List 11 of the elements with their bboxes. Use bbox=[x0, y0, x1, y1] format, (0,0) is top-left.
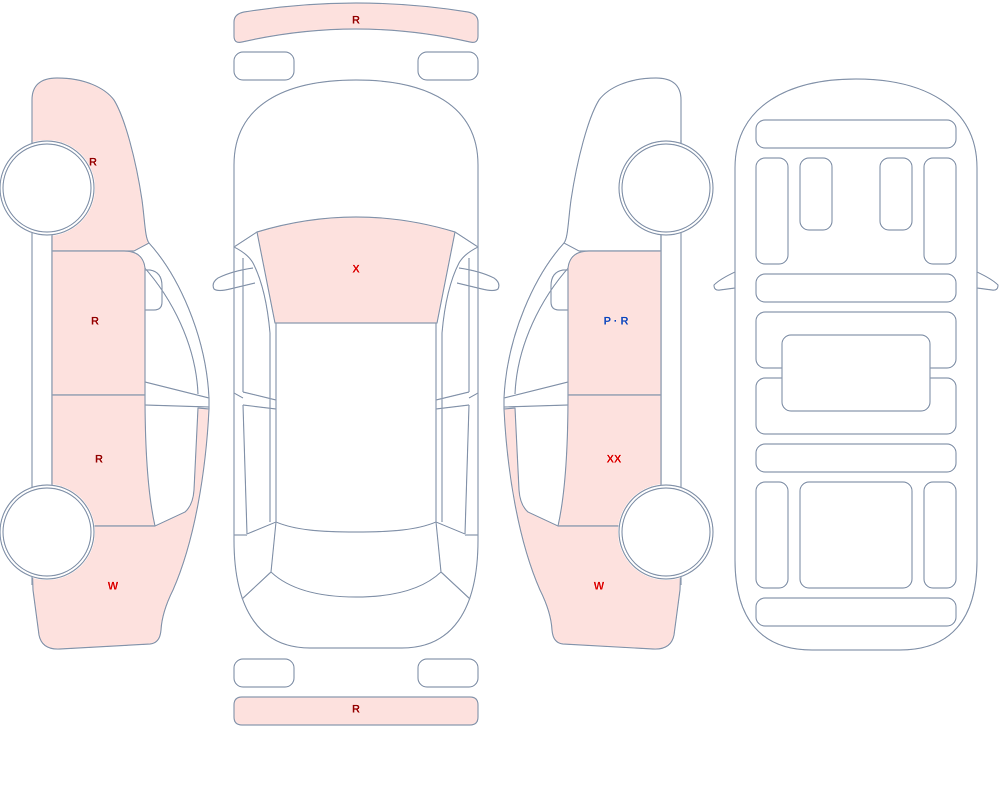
damage-code: R bbox=[91, 316, 99, 328]
bumper-panel bbox=[232, 695, 480, 727]
damage-code: R bbox=[352, 704, 360, 716]
damage-code: W bbox=[594, 580, 604, 594]
damage-code: XX bbox=[606, 454, 622, 466]
damage-code: W bbox=[108, 580, 118, 594]
damage-code: R bbox=[352, 14, 360, 28]
damage-code: P · R bbox=[604, 316, 628, 328]
damage-code: R bbox=[89, 156, 97, 170]
bumper-panel bbox=[232, 2, 480, 46]
damage-code: R bbox=[95, 454, 103, 466]
